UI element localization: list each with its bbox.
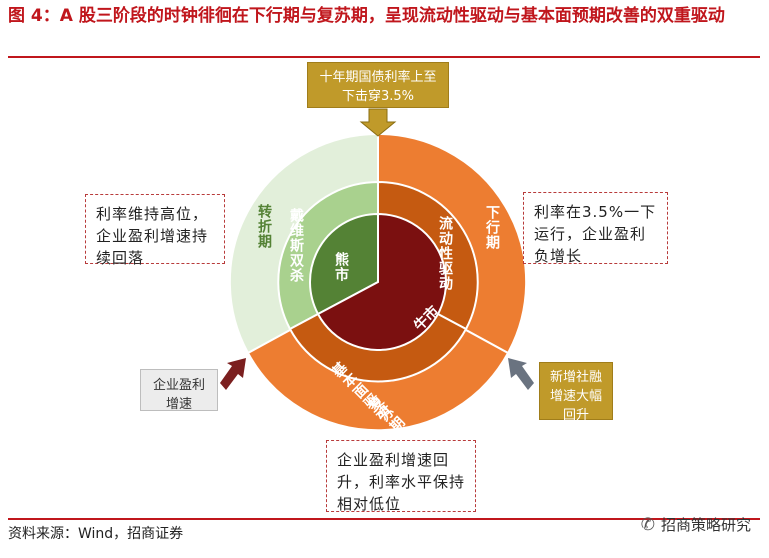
inner-bear-segment	[309, 212, 379, 316]
label-downturn: 下行期	[484, 205, 500, 250]
top-callout: 十年期国债利率上至下击穿3.5%	[307, 62, 449, 108]
label-bear: 熊市	[333, 252, 349, 282]
figure-title: 图 4：A 股三阶段的时钟徘徊在下行期与复苏期，呈现流动性驱动与基本面预期改善的…	[8, 6, 725, 26]
watermark: ✆ 招商策略研究	[640, 514, 751, 535]
source-note: 资料来源：Wind，招商证券	[8, 526, 184, 542]
label-transition: 转折期	[256, 204, 272, 249]
inner-bull-segment	[316, 212, 447, 351]
top-down-arrow	[359, 108, 397, 137]
wechat-icon: ✆	[640, 514, 655, 535]
left-callout: 企业盈利增速	[140, 369, 218, 412]
label-davis: 戴维斯双杀	[288, 208, 304, 283]
box-left-description: 利率维持高位，企业盈利增速持续回落	[85, 194, 225, 267]
box-bottom-description: 企业盈利增速回升，利率水平保持相对低位	[326, 440, 476, 513]
right-callout: 新增社融增速大幅回升	[539, 362, 613, 423]
left-arrow	[220, 358, 246, 390]
box-right-description: 利率在3.5%一下运行，企业盈利负增长	[523, 192, 668, 265]
right-arrow	[508, 358, 534, 390]
title-rule	[8, 56, 760, 58]
label-liquidity: 流动性驱动	[437, 216, 453, 291]
footer-rule	[8, 518, 760, 520]
